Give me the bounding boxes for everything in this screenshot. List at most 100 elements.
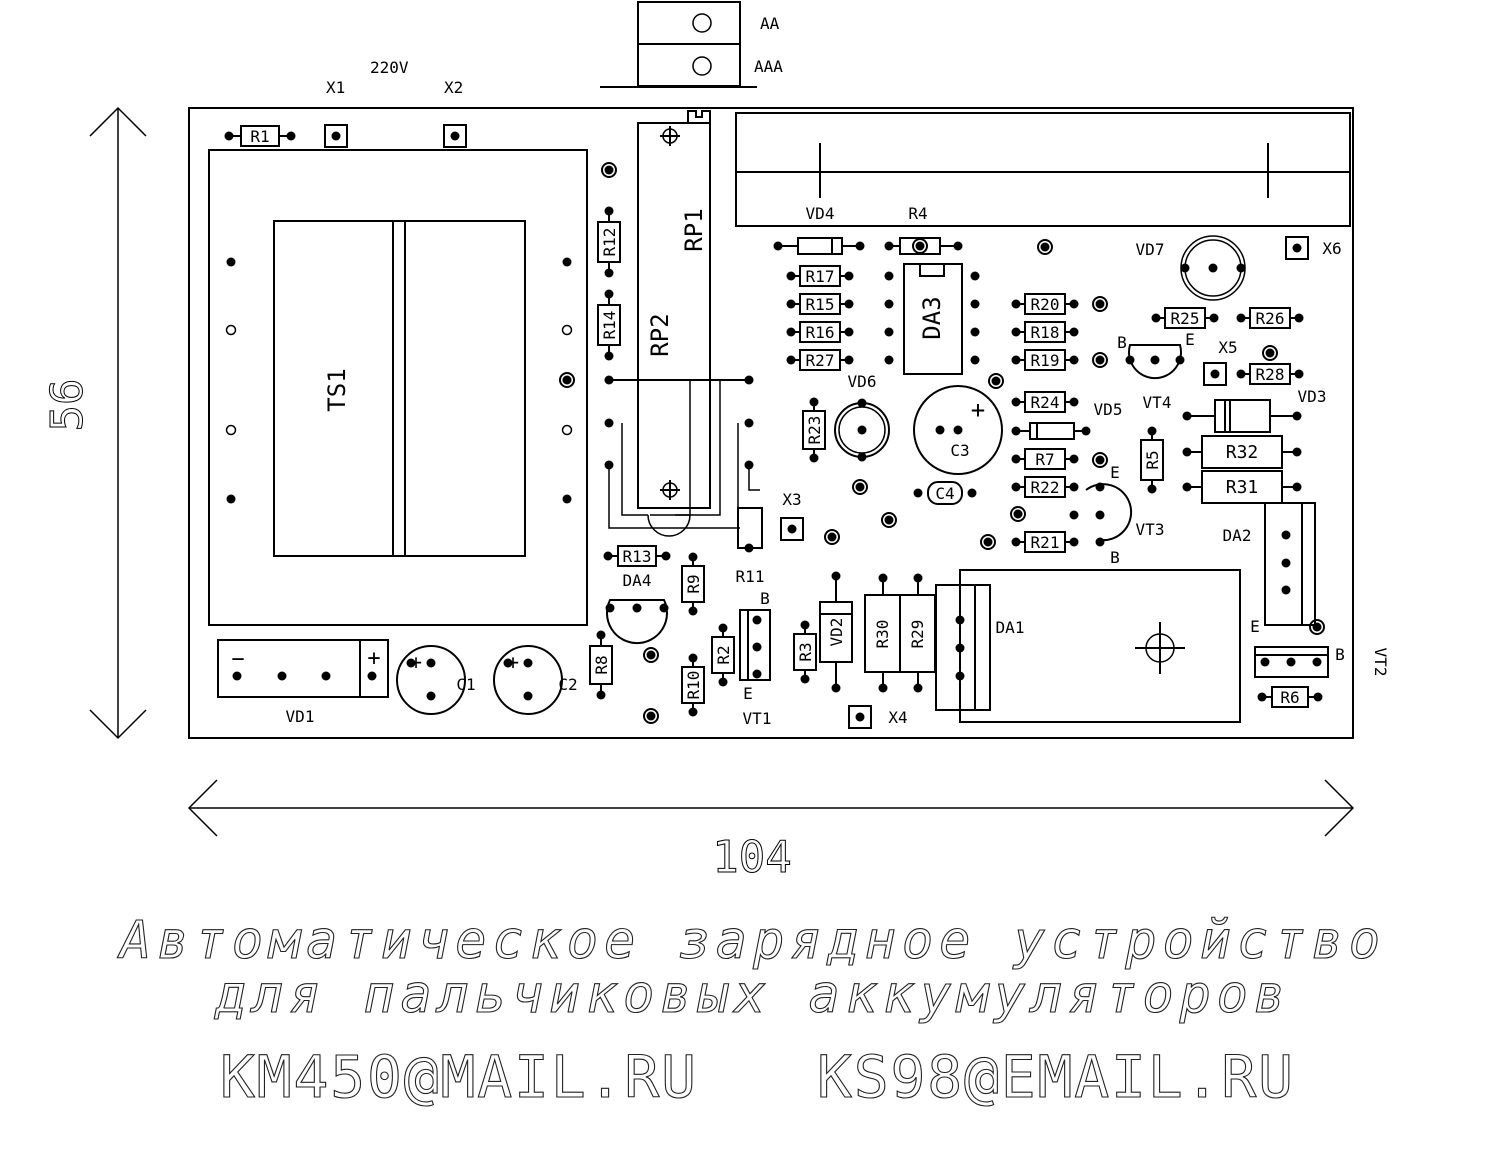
transistor-vt2	[1254, 646, 1329, 678]
resistor-r6: R6	[1257, 686, 1323, 708]
via-pad	[1309, 619, 1325, 635]
via-pad	[980, 534, 996, 550]
pad	[1312, 657, 1322, 667]
pad	[1069, 327, 1079, 337]
pad	[855, 241, 865, 251]
resistor-r28: R28	[1236, 363, 1304, 385]
email-1[interactable]: KM450@MAIL.RU	[219, 1042, 696, 1111]
label-c1: C1	[456, 675, 475, 694]
label-vt2: VT2	[1371, 648, 1390, 677]
pad	[827, 532, 837, 542]
label-r30: R30	[873, 620, 892, 649]
pad	[913, 488, 923, 498]
pad	[955, 615, 965, 625]
dimension-height-label: 56	[42, 379, 93, 432]
label-aa: AA	[760, 14, 780, 33]
pad	[688, 552, 698, 562]
terminal-x5	[1203, 362, 1227, 386]
label-r22: R22	[1031, 478, 1060, 497]
label-r14: R14	[600, 311, 619, 340]
label-plus: +	[367, 646, 380, 671]
resistor-r15: R15	[786, 293, 854, 315]
pad	[1175, 355, 1185, 365]
label-x3: X3	[782, 490, 801, 509]
led-vd7	[1180, 235, 1246, 301]
label-r17: R17	[806, 267, 835, 286]
pad	[426, 658, 436, 668]
battery-compartment	[735, 112, 1351, 227]
resistor-r5: R5	[1140, 426, 1164, 494]
pad	[688, 707, 698, 717]
label-ts1: TS1	[323, 368, 351, 411]
resistor-r17: R17	[786, 265, 854, 287]
label-b: B	[1110, 548, 1120, 567]
label-r12: R12	[600, 228, 619, 257]
pad	[991, 376, 1001, 386]
label-r18: R18	[1031, 323, 1060, 342]
label-e: E	[1110, 463, 1120, 482]
resistor-r27: R27	[786, 349, 854, 371]
label-r5: R5	[1143, 450, 1162, 469]
via-pad	[912, 238, 928, 254]
pad	[915, 241, 925, 251]
diode-vd5	[1011, 422, 1091, 440]
email-2[interactable]: KS98@EMAIL.RU	[816, 1042, 1293, 1111]
pad	[632, 603, 642, 613]
pad	[786, 271, 796, 281]
pad	[857, 425, 867, 435]
pad	[1069, 537, 1079, 547]
pad	[800, 674, 810, 684]
label-plus: +	[971, 396, 985, 424]
label-c2: C2	[558, 675, 577, 694]
pad	[857, 452, 867, 462]
resistor-r12: R12	[597, 206, 621, 278]
pad	[1011, 537, 1021, 547]
label-r6: R6	[1280, 688, 1299, 707]
pad	[800, 620, 810, 630]
label-r28: R28	[1256, 365, 1285, 384]
diode-vd2	[819, 571, 853, 693]
via-pad	[1092, 452, 1108, 468]
pad	[1257, 692, 1267, 702]
transistor-vt4	[1125, 344, 1185, 380]
label-r7: R7	[1035, 450, 1054, 469]
pad	[226, 257, 236, 267]
title-line2: для пальчиковых аккумуляторов	[214, 965, 1285, 1025]
pad	[1040, 242, 1050, 252]
resistor-r9: R9	[681, 552, 705, 616]
via-pad	[601, 162, 617, 178]
label-x1: X1	[326, 78, 345, 97]
pad	[604, 289, 614, 299]
label-r19: R19	[1031, 351, 1060, 370]
pad	[1180, 263, 1190, 273]
pad	[955, 671, 965, 681]
trimmer-rp	[637, 110, 711, 509]
pad	[367, 671, 377, 681]
label-r26: R26	[1256, 309, 1285, 328]
pad	[970, 355, 980, 365]
pad	[935, 425, 945, 435]
label-e: E	[1250, 617, 1260, 636]
pad	[1209, 313, 1219, 323]
board-outline	[188, 107, 1354, 739]
label-rp2: RP2	[646, 313, 674, 356]
pad	[1150, 355, 1160, 365]
label-r9: R9	[684, 574, 703, 593]
pad	[718, 623, 728, 633]
label-vd3: VD3	[1298, 387, 1327, 406]
dimension-width: 104	[187, 779, 1355, 884]
label-r10: R10	[684, 671, 703, 700]
resistor-r16: R16	[786, 321, 854, 343]
label-da3: DA3	[918, 296, 946, 339]
pad	[562, 257, 572, 267]
terminal-x2	[443, 124, 467, 148]
label-da1: DA1	[996, 618, 1025, 637]
transistor-vt3	[1069, 482, 1133, 547]
transistor-vt1	[739, 609, 771, 681]
resistor-r18: R18	[1011, 321, 1079, 343]
pad	[406, 658, 416, 668]
transformer-ts1	[208, 149, 588, 626]
pad	[523, 658, 533, 668]
label-minus: −	[231, 647, 244, 672]
